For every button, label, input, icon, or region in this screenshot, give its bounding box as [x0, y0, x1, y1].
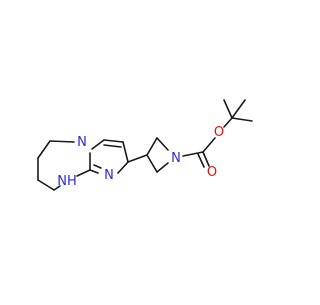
- bond: [91, 139, 105, 150]
- bond: [49, 140, 75, 143]
- bond: [53, 185, 61, 191]
- bond: [37, 179, 55, 191]
- bond: [127, 154, 148, 163]
- bond: [122, 141, 129, 163]
- bond: [182, 151, 204, 157]
- bond: [103, 139, 124, 143]
- bond: [197, 153, 205, 168]
- atom-label: N: [77, 135, 87, 150]
- bond: [231, 99, 246, 119]
- bond: [37, 140, 51, 159]
- bond: [231, 117, 253, 122]
- structure-canvas: N N NH N O O: [37, 99, 253, 191]
- bond: [93, 164, 102, 169]
- atom-label: N: [171, 151, 181, 166]
- azetidine-ring: [127, 137, 169, 173]
- bond: [146, 154, 158, 173]
- bond: [76, 169, 91, 177]
- atom-label: NH: [57, 174, 77, 189]
- bond: [146, 137, 158, 156]
- bond: [223, 99, 233, 119]
- bond: [156, 162, 169, 173]
- bond: [89, 169, 99, 174]
- bond: [117, 161, 129, 174]
- atom-label: O: [207, 165, 217, 180]
- bond: [156, 137, 169, 151]
- atom-label: O: [214, 125, 224, 140]
- atom-label: N: [104, 168, 114, 183]
- bond: [223, 117, 233, 128]
- pyrimidine-ring: [37, 140, 91, 191]
- bond: [202, 137, 216, 153]
- bond: [103, 144, 122, 148]
- boc-group: [182, 99, 253, 168]
- molecule-structure: N N NH N O O: [37, 99, 253, 191]
- bond: [202, 151, 210, 167]
- imidazole-ring: [89, 139, 129, 174]
